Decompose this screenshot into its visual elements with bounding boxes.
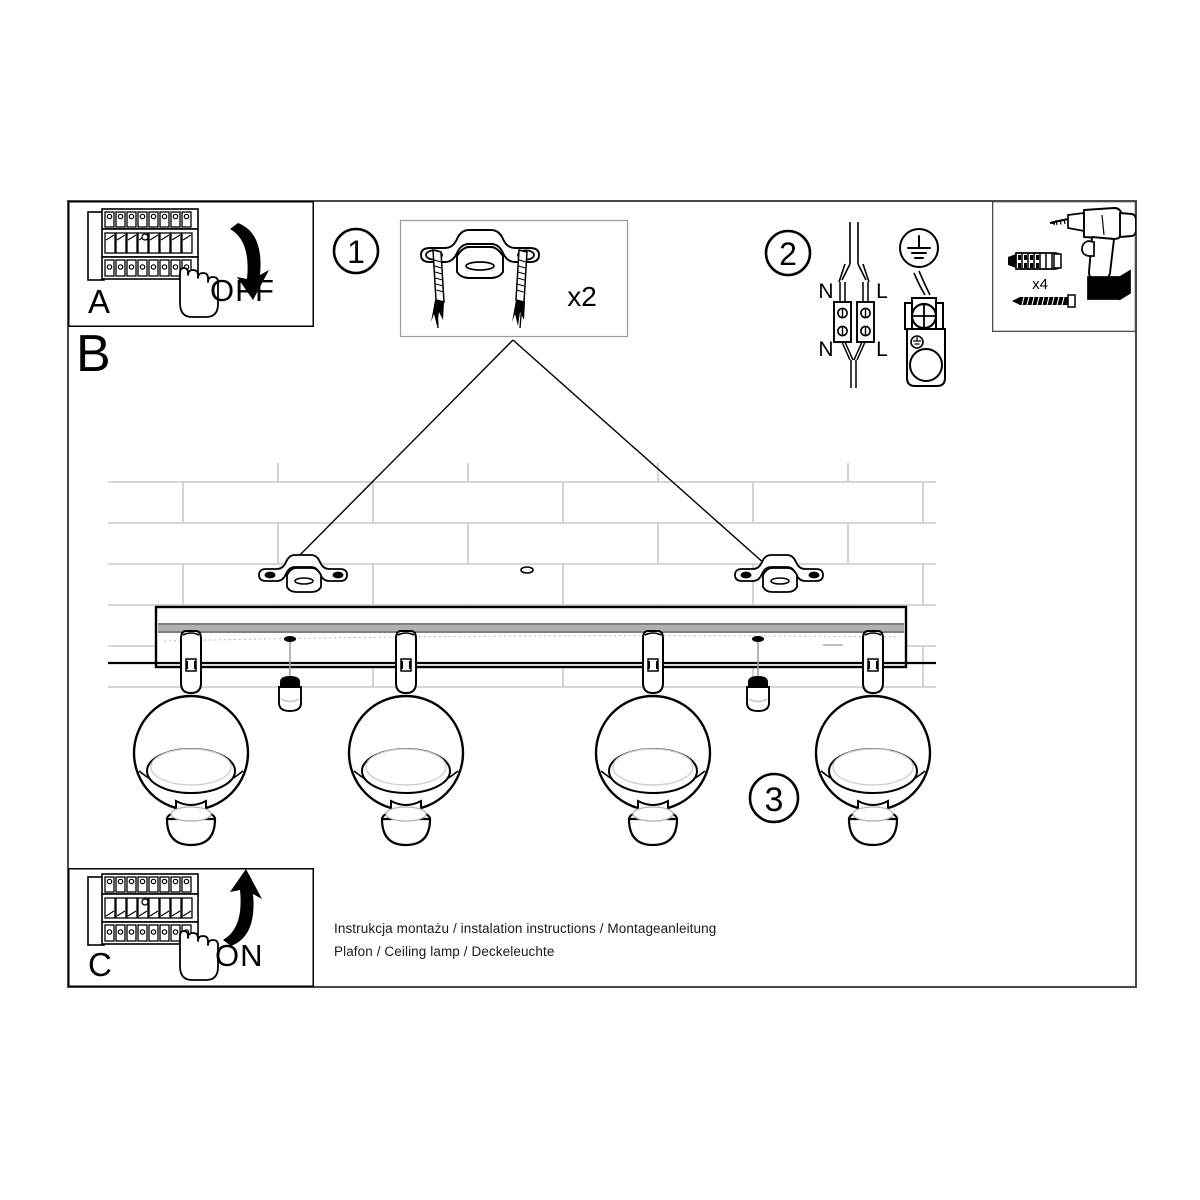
terminal-block-icon [838, 222, 870, 283]
wall-bracket-icon-right [734, 554, 824, 593]
terminal-label-l-bottom: L [876, 338, 888, 361]
bar-screw-marker-left [284, 636, 296, 642]
step-b-letter: B [76, 325, 111, 383]
step-2-illustration: 2 [764, 222, 946, 388]
leader-lines [289, 339, 767, 566]
bar-screw-marker-right [752, 636, 764, 642]
step-2-panel: 2 [762, 218, 982, 388]
earth-terminal-bracket-icon [904, 297, 946, 387]
step-c-letter: C [88, 946, 112, 983]
step-c-action-label: ON [215, 938, 264, 973]
mounting-bracket-with-screws-icon [420, 229, 540, 329]
terminal-label-n-top: N [818, 280, 833, 303]
arrow-curved-down-icon [230, 223, 269, 300]
ceiling-bar-mount-icon [108, 605, 936, 669]
step-1-illustration: 1 [332, 219, 629, 338]
wall-bracket-icon-left [258, 554, 348, 593]
fuse-box-breaker-panel-icon [87, 873, 199, 946]
step-2-number: 2 [779, 236, 797, 272]
screw-icon [1012, 294, 1076, 308]
spherical-spotlight-shade-icon-4 [814, 630, 932, 847]
led-bulb-icon-right [746, 642, 770, 712]
step-1-number: 1 [347, 234, 365, 270]
step-1-quantity: x2 [567, 281, 597, 312]
terminal-label-n-bottom: N [818, 338, 833, 361]
step-a-illustration: A OFF [68, 201, 314, 327]
tools-panel: x4 [992, 201, 1136, 332]
step-a-action-label: OFF [210, 273, 275, 308]
step-c-panel: C ON [68, 868, 314, 987]
tools-illustration: x4 [992, 201, 1136, 332]
led-bulb-icon-left [278, 642, 302, 712]
step-3-marker: 3 [748, 772, 800, 824]
wall-plug-anchor-icon [1008, 252, 1062, 270]
step-b-label: B [76, 328, 111, 380]
tools-quantity: x4 [1032, 276, 1048, 293]
fuse-box-breaker-panel-icon [87, 208, 199, 281]
arrow-curved-up-icon [223, 869, 262, 946]
step-c-illustration: C ON [68, 868, 314, 987]
step-3-number: 3 [765, 781, 784, 819]
spherical-spotlight-shade-icon-3 [594, 630, 712, 847]
hand-pointing-icon [179, 267, 219, 318]
step-a-letter: A [88, 283, 110, 320]
earth-ground-symbol-icon [899, 228, 939, 268]
caption-block: Instrukcja montażu / instalation instruc… [334, 917, 716, 963]
spherical-spotlight-shade-icon-1 [132, 630, 250, 847]
caption-line-1: Instrukcja montażu / instalation instruc… [334, 921, 717, 936]
wall-hole-marker [520, 566, 534, 574]
main-lamp-illustration: 3 [108, 339, 936, 847]
spherical-spotlight-shade-icon-2 [347, 630, 465, 847]
step-a-panel: A OFF [68, 201, 314, 327]
terminal-label-l-top: L [876, 280, 888, 303]
hand-pointing-icon [179, 930, 219, 981]
step-1-panel: 1 [330, 216, 630, 341]
caption-line-2: Plafon / Ceiling lamp / Deckeleuchte [334, 944, 555, 960]
power-drill-icon [1049, 207, 1136, 301]
